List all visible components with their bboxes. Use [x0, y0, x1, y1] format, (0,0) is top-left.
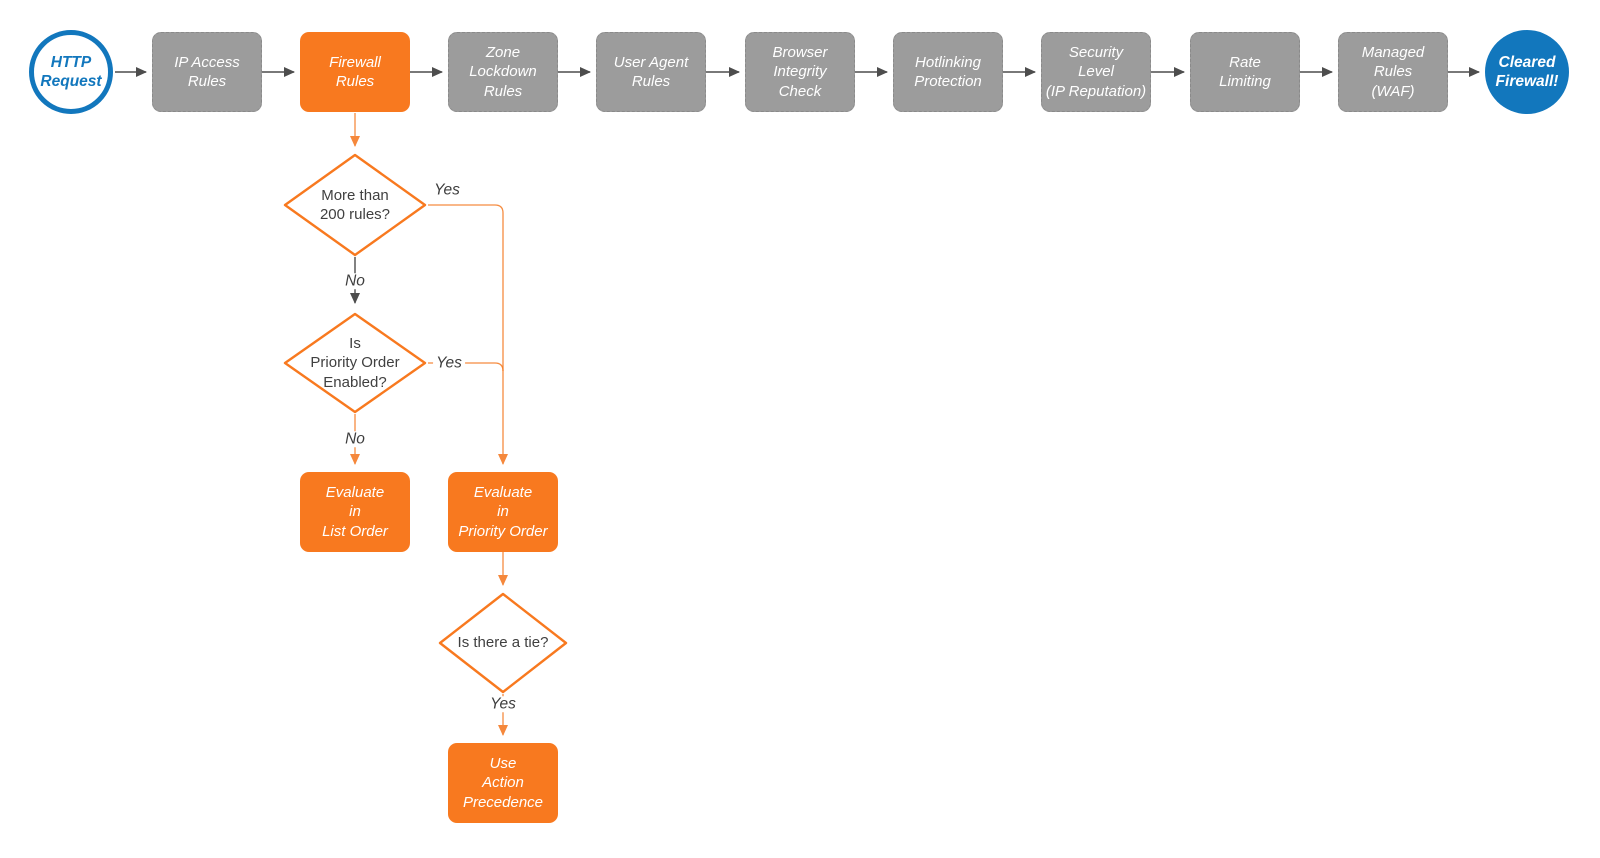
- action-evaluate-list-order: Evaluate in List Order: [300, 472, 410, 552]
- node-label: Managed Rules (WAF): [1361, 44, 1425, 100]
- node-label: Rate Limiting: [1219, 53, 1271, 90]
- node-label: Evaluate in Priority Order: [458, 484, 548, 540]
- action-use-action-precedence: Use Action Precedence: [448, 743, 558, 823]
- node-label: Hotlinking Protection: [914, 53, 982, 90]
- node-label: Zone Lockdown Rules: [469, 44, 537, 100]
- node-label: HTTP Request: [40, 53, 102, 90]
- edge-label-priority-enabled-no: No: [342, 431, 368, 447]
- node-browser-integrity-check: Browser Integrity Check: [745, 32, 855, 112]
- node-managed-rules-waf: Managed Rules (WAF): [1338, 32, 1448, 112]
- edge-more-than-200-yes: [428, 204, 508, 465]
- edge-label-tie-yes: Yes: [487, 696, 519, 712]
- decision-priority-order-enabled: Is Priority Order Enabled?: [282, 312, 428, 414]
- edge-label-more-than-200-yes: Yes: [431, 182, 463, 198]
- node-label: Cleared Firewall!: [1495, 53, 1559, 90]
- node-label: Browser Integrity Check: [772, 44, 828, 100]
- diamond-shape: [283, 153, 427, 257]
- decision-label: More than 200 rules?: [319, 186, 391, 224]
- node-label: Evaluate in List Order: [322, 484, 388, 540]
- edge-label-priority-enabled-yes: Yes: [433, 355, 465, 371]
- decision-more-than-200-rules: More than 200 rules?: [282, 153, 428, 257]
- node-label: User Agent Rules: [613, 53, 689, 90]
- node-label: Use Action Precedence: [462, 755, 544, 811]
- node-ip-access-rules: IP Access Rules: [152, 32, 262, 112]
- node-label: IP Access Rules: [174, 53, 240, 90]
- node-label: Firewall Rules: [329, 53, 381, 90]
- diamond-shape: [283, 312, 427, 414]
- node-zone-lockdown-rules: Zone Lockdown Rules: [448, 32, 558, 112]
- decision-label: Is Priority Order Enabled?: [310, 334, 400, 391]
- edge-label-more-than-200-no: No: [342, 273, 368, 289]
- diamond-shape: [438, 592, 568, 694]
- node-user-agent-rules: User Agent Rules: [596, 32, 706, 112]
- node-cleared-firewall: Cleared Firewall!: [1485, 30, 1569, 114]
- node-rate-limiting: Rate Limiting: [1190, 32, 1300, 112]
- node-firewall-rules: Firewall Rules: [300, 32, 410, 112]
- decision-label: Is there a tie?: [457, 634, 549, 652]
- edge-priority-enabled-yes: [428, 362, 504, 372]
- node-security-level: Security Level (IP Reputation): [1041, 32, 1151, 112]
- action-evaluate-priority-order: Evaluate in Priority Order: [448, 472, 558, 552]
- node-label: Security Level (IP Reputation): [1045, 44, 1147, 100]
- node-http-request: HTTP Request: [29, 30, 113, 114]
- decision-is-there-a-tie: Is there a tie?: [437, 592, 569, 694]
- node-hotlinking-protection: Hotlinking Protection: [893, 32, 1003, 112]
